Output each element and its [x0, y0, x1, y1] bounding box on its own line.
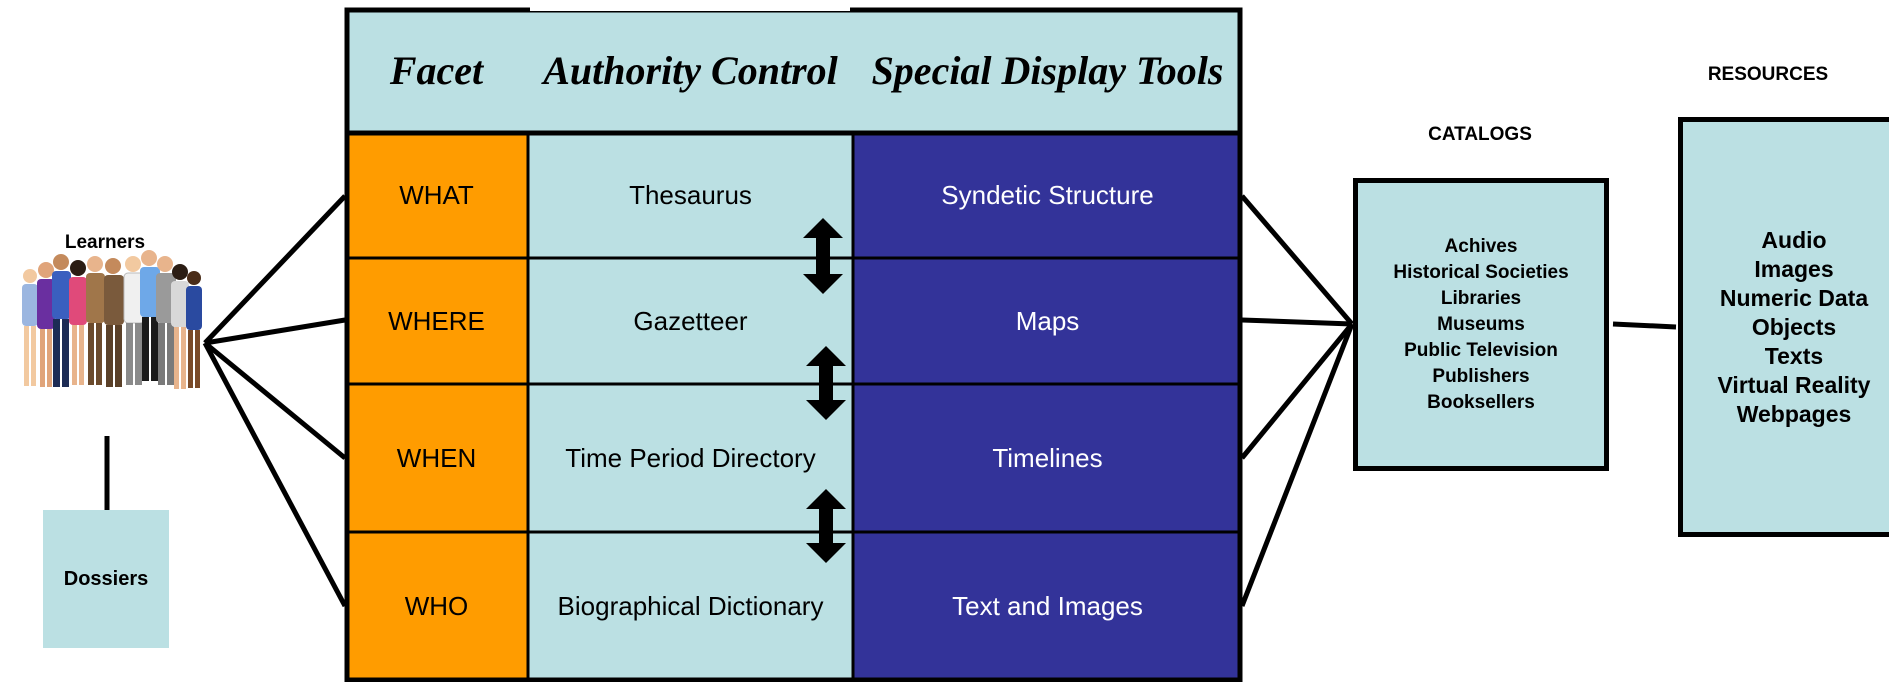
catalog-item: Public Television [1404, 339, 1558, 361]
dossiers-box: Dossiers [43, 510, 169, 648]
catalogs-box: Achives Historical Societies Libraries M… [1353, 178, 1609, 471]
tool-maps: Maps [853, 258, 1242, 384]
catalogs-title: CATALOGS [1428, 124, 1532, 145]
facet-what: WHAT [345, 133, 528, 258]
facet-who: WHO [345, 532, 528, 680]
resource-item: Objects [1751, 313, 1837, 340]
catalog-item: Booksellers [1427, 391, 1535, 413]
table-borders [344, 7, 1243, 682]
resources-title: RESOURCES [1707, 64, 1829, 85]
facet-where: WHERE [345, 258, 528, 384]
catalog-connectors [1239, 194, 1677, 607]
table-gridlines [345, 133, 1242, 680]
catalog-item: Achives [1444, 235, 1518, 257]
catalog-item: Museums [1437, 313, 1525, 335]
resources-box: Audio Images Numeric Data Objects Texts … [1678, 117, 1889, 537]
double-arrow-icon [803, 218, 846, 563]
tool-text-and-images: Text and Images [853, 532, 1242, 680]
learners-label: Learners [64, 232, 146, 253]
tool-timelines: Timelines [853, 384, 1242, 532]
facet-when: WHEN [345, 384, 528, 532]
authority-thesaurus: Thesaurus [528, 133, 853, 258]
authority-time-period-directory: Time Period Directory [528, 384, 853, 532]
authority-biographical-dictionary: Biographical Dictionary [528, 532, 853, 680]
header-authority-control: Authority Control [543, 48, 838, 93]
catalog-item: Publishers [1432, 365, 1530, 387]
tool-syndetic-structure: Syndetic Structure [853, 133, 1242, 258]
learner-connectors [104, 194, 348, 608]
resource-item: Texts [1764, 342, 1824, 369]
resources-list: Audio Images Numeric Data Objects Texts … [1709, 226, 1879, 429]
resource-item: Audio [1761, 226, 1827, 253]
header-special-display-tools: Special Display Tools [871, 48, 1224, 93]
catalog-item: Historical Societies [1393, 261, 1569, 283]
catalog-item: Libraries [1440, 287, 1522, 309]
header-facet: Facet [389, 48, 484, 93]
resource-item: Virtual Reality [1717, 371, 1871, 398]
people-group-icon [22, 250, 202, 389]
authority-gazetteer: Gazetteer [528, 258, 853, 384]
catalogs-list: Achives Historical Societies Libraries M… [1393, 234, 1568, 416]
resource-item: Numeric Data [1719, 284, 1869, 311]
resource-item: Webpages [1736, 400, 1852, 427]
resource-item: Images [1754, 255, 1834, 282]
